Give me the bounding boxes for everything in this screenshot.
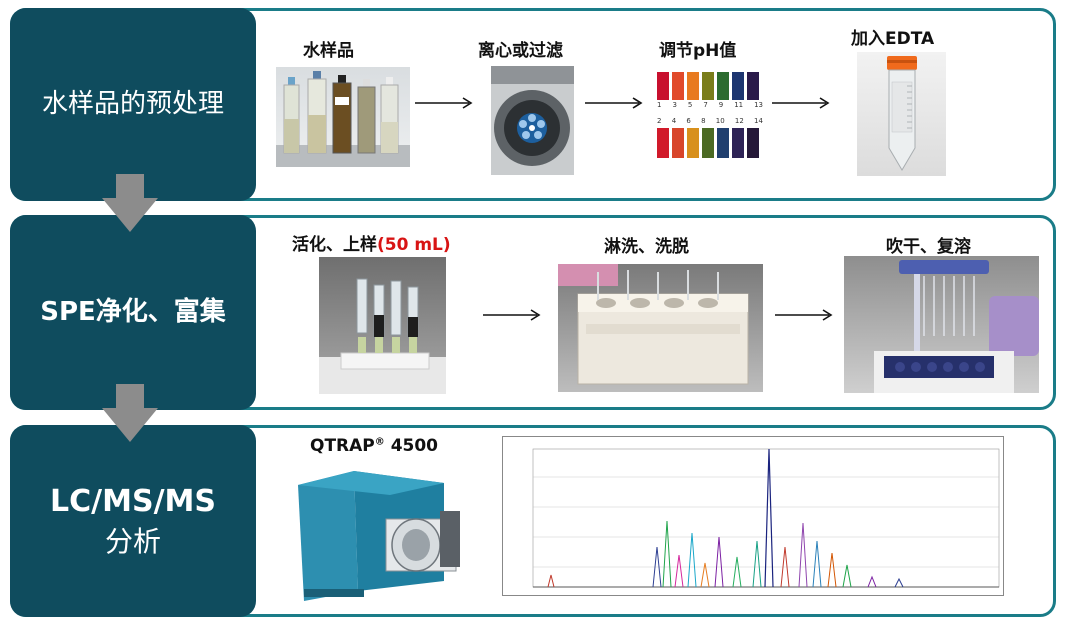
stage-label-pretreatment: 水样品的预处理 (10, 8, 256, 201)
mass-spectrometer-photo (294, 463, 474, 605)
nitrogen-evaporator-photo (844, 256, 1039, 393)
right-arrow-icon (775, 309, 833, 321)
step-label-activation: 活化、上样(50 mL) (292, 235, 451, 255)
stage-label-text: 水样品的预处理 (41, 89, 224, 120)
chromatogram-chart (502, 436, 1004, 596)
instrument-label: QTRAP® 4500 (310, 436, 439, 456)
ph-numbers-top: 1 3 5 7 9 11 13 (657, 101, 763, 109)
step-label-centrifuge: 离心或过滤 (478, 41, 563, 61)
water-bottles-photo (276, 67, 410, 167)
right-arrow-icon (483, 309, 541, 321)
step-label-water-sample: 水样品 (303, 41, 354, 61)
stage-label-spe: SPE净化、富集 (10, 215, 256, 410)
centrifuge-tube-photo (857, 52, 946, 176)
right-arrow-icon (772, 97, 830, 109)
right-arrow-icon (585, 97, 643, 109)
stage-label-lcms: LC/MS/MS 分析 (10, 425, 256, 617)
down-arrow-icon (102, 384, 158, 442)
step-label-edta: 加入EDTA (851, 29, 935, 49)
spe-manifold-photo (319, 257, 446, 394)
right-arrow-icon (415, 97, 473, 109)
ph-strip-photo: 1 3 5 7 9 11 13 2 4 6 8 10 12 14 (655, 72, 765, 158)
ph-numbers-bottom: 2 4 6 8 10 12 14 (657, 117, 763, 125)
centrifuge-photo (491, 66, 574, 175)
stage-label-line1: LC/MS/MS (50, 483, 216, 519)
stage-label-line2: 分析 (104, 525, 161, 559)
step-label-ph: 调节pH值 (659, 41, 737, 61)
sample-volume-highlight: (50 mL) (377, 235, 451, 255)
down-arrow-icon (102, 174, 158, 232)
step-label-elution: 淋洗、洗脱 (604, 237, 689, 257)
stage-label-text: SPE净化、富集 (40, 297, 226, 328)
step-label-dry-redissolve: 吹干、复溶 (886, 237, 971, 257)
elution-rack-photo (558, 264, 763, 392)
